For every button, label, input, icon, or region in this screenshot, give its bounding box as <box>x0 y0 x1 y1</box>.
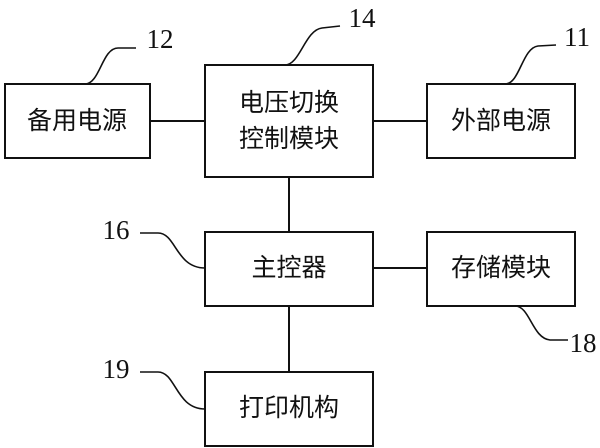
leader-14 <box>284 25 341 66</box>
main-controller-label: 主控器 <box>251 253 326 282</box>
storage-module-block: 存储模块 <box>426 231 576 307</box>
ref-number-14: 14 <box>349 3 377 33</box>
leader-18 <box>514 305 568 341</box>
voltage-switch-label-line1: 电压切换 <box>239 88 339 117</box>
ref-number-18: 18 <box>570 328 597 358</box>
main-controller-block: 主控器 <box>204 231 374 307</box>
leader-16 <box>140 232 206 269</box>
voltage-switch-block: 电压切换 控制模块 <box>204 64 374 178</box>
ref-number-16: 16 <box>103 215 130 245</box>
backup-power-block: 备用电源 <box>4 83 151 159</box>
storage-module-label: 存储模块 <box>451 253 551 282</box>
external-power-label: 外部电源 <box>451 106 551 135</box>
ref-number-19: 19 <box>103 354 130 384</box>
print-mechanism-label: 打印机构 <box>239 393 339 422</box>
ref-number-12: 12 <box>147 24 174 54</box>
external-power-block: 外部电源 <box>426 83 576 159</box>
leader-12 <box>84 47 136 85</box>
leader-11 <box>504 44 557 85</box>
ref-number-11: 11 <box>564 22 590 52</box>
print-mechanism-block: 打印机构 <box>204 371 374 447</box>
backup-power-label: 备用电源 <box>27 106 127 135</box>
leader-19 <box>140 371 206 410</box>
voltage-switch-label-line2: 控制模块 <box>239 124 339 153</box>
